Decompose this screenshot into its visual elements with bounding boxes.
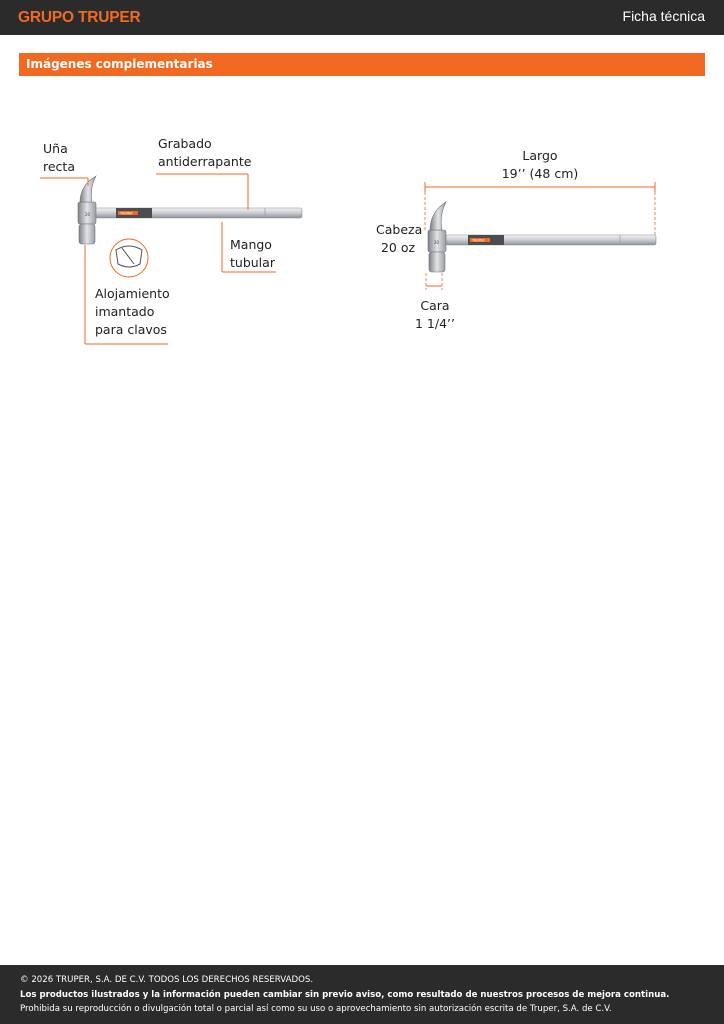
label-head-weight: Cabeza 20 oz [376, 222, 423, 255]
footer-notice: Los productos ilustrados y la informació… [20, 990, 670, 1000]
svg-text:20: 20 [434, 240, 440, 245]
label-handle: Mango tubular [230, 237, 275, 270]
label-face: Cara 1 1/4’’ [415, 298, 455, 331]
grip-brand-text: TRUPER [471, 239, 485, 243]
hammer-features-illustration: TRUPER 20 [40, 173, 303, 345]
svg-text:20: 20 [85, 212, 91, 217]
label-nail-holder: Alojamiento imantado para clavos [95, 286, 170, 337]
hammer-dimensions-figure: TRUPER 20 [410, 180, 670, 330]
claw-shape [79, 175, 97, 203]
footer-copyright: © 2026 TRUPER, S.A. DE C.V. TODOS LOS DE… [20, 975, 314, 985]
label-claw: Uña recta [43, 141, 75, 174]
grip-brand-text: TRUPER [119, 212, 133, 216]
document-type-label: Ficha técnica [622, 8, 705, 24]
section-header-bar: Imágenes complementarias [19, 53, 705, 76]
magnet-holder-detail-icon [109, 238, 149, 278]
label-engraving: Grabado antiderrapante [158, 136, 252, 169]
brand-logo: GRUPO TRUPER [18, 9, 141, 26]
hammer-dimensions-illustration: TRUPER 20 [424, 182, 657, 290]
hammer-features-figure: TRUPER 20 [30, 130, 320, 360]
label-length: Largo 19’’ (48 cm) [501, 148, 579, 181]
footer-legal: Prohibida su reproducción o divulgación … [20, 1004, 612, 1014]
claw-shape [429, 201, 447, 231]
footer-bar: © 2026 TRUPER, S.A. DE C.V. TODOS LOS DE… [0, 965, 724, 1024]
top-header-bar: GRUPO TRUPER Ficha técnica [0, 0, 724, 35]
section-title: Imágenes complementarias [26, 57, 213, 71]
